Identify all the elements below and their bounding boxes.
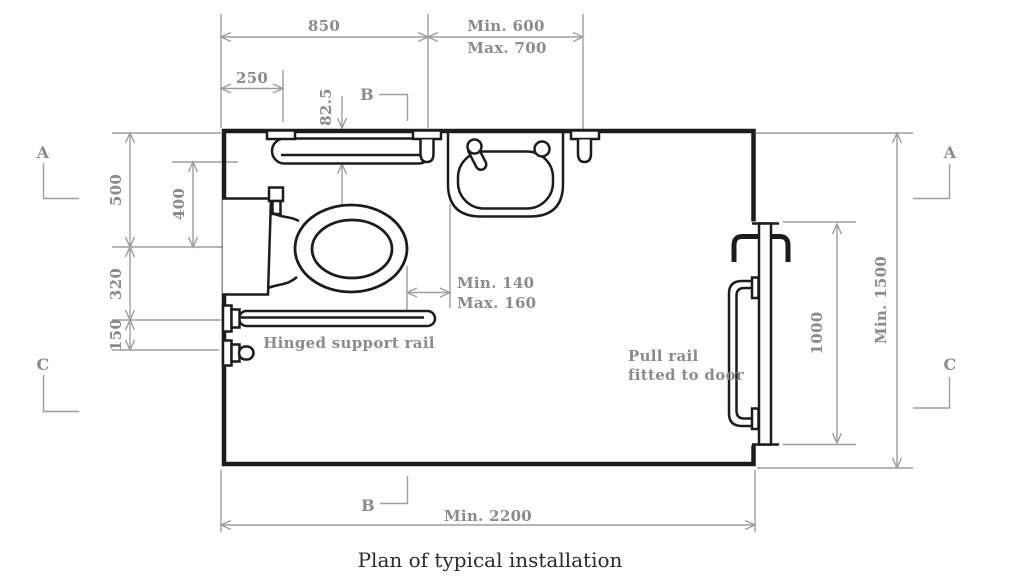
toilet-body-top <box>270 210 300 223</box>
dim-150-label: 150 <box>107 319 125 351</box>
pull-rail-outer <box>727 279 753 428</box>
grab-rail-plate-right <box>411 129 443 141</box>
dim-1000-label: 1000 <box>808 312 826 355</box>
section-b-top-bracket <box>379 93 409 121</box>
section-a-right-label: A <box>943 143 957 162</box>
pull-rail-mount-top <box>750 276 760 300</box>
folded-bracket-outer <box>221 339 233 367</box>
section-a-right-bracket <box>913 164 951 200</box>
section-a-left-bracket <box>42 163 79 200</box>
section-b-top-label: B <box>360 85 374 104</box>
dim-min2200-label: Min. 2200 <box>444 507 532 525</box>
toilet-bowl-inner <box>310 218 394 280</box>
hinged-support-rail <box>221 304 437 333</box>
tap-head <box>466 138 483 155</box>
hinged-rail-bracket-outer <box>221 304 233 333</box>
dim-max160-label: Max. 160 <box>457 294 536 312</box>
grab-rail-hook-right <box>419 139 435 164</box>
toilet-cistern <box>222 197 273 296</box>
grab-rail <box>265 129 443 165</box>
hinged-rail-label: Hinged support rail <box>263 334 435 352</box>
door-panel <box>757 222 773 446</box>
rail-mount-hook <box>576 139 593 164</box>
annotations: 850 Min. 600 Max. 700 250 82.5 500 400 3… <box>36 17 957 572</box>
wall-rail-mount <box>569 129 601 164</box>
section-b-bottom-bracket <box>380 476 409 505</box>
pull-rail-mount-bottom <box>750 407 760 431</box>
grab-rail-plate-left <box>265 129 297 141</box>
washbasin-fittings <box>466 138 551 171</box>
pull-rail-label-line1: Pull rail <box>628 347 699 365</box>
pull-rail-label-line2: fitted to door <box>628 366 745 384</box>
section-a-left-label: A <box>36 143 50 162</box>
dim-500-label: 500 <box>107 174 125 206</box>
section-c-left-bracket <box>42 375 79 413</box>
grab-rail-tube <box>270 137 433 165</box>
toilet-flush-button <box>267 186 285 203</box>
door-assembly <box>727 222 791 446</box>
folded-rail-bracket <box>221 339 255 367</box>
dim-min140-label: Min. 140 <box>457 274 534 292</box>
dim-min600-label: Min. 600 <box>467 17 544 35</box>
dim-400-label: 400 <box>170 188 188 220</box>
rail-mount-plate <box>569 129 601 141</box>
door-hinge-left <box>731 234 759 262</box>
dim-850-label: 850 <box>308 17 340 35</box>
section-c-left-label: C <box>36 355 49 374</box>
dim-min1500-label: Min. 1500 <box>872 256 890 344</box>
toilet-body-bottom <box>267 276 298 290</box>
hinged-rail-bracket-inner <box>230 308 241 329</box>
diagram-title: Plan of typical installation <box>358 548 623 572</box>
dim-320-label: 320 <box>107 268 125 300</box>
section-c-right-bracket <box>913 377 951 409</box>
dim-250-label: 250 <box>236 69 268 87</box>
folded-bracket-stub <box>237 345 255 361</box>
section-b-bottom-label: B <box>361 496 375 515</box>
dimension-lines <box>42 14 951 532</box>
dim-82-5-label: 82.5 <box>317 88 335 126</box>
section-c-right-label: C <box>943 355 956 374</box>
pull-rail-inner <box>735 286 753 420</box>
door-hinge-right <box>771 234 791 262</box>
room-walls <box>221 128 756 467</box>
dim-max700-label: Max. 700 <box>467 39 546 57</box>
toilet <box>222 186 409 296</box>
tap-hole <box>533 140 551 158</box>
